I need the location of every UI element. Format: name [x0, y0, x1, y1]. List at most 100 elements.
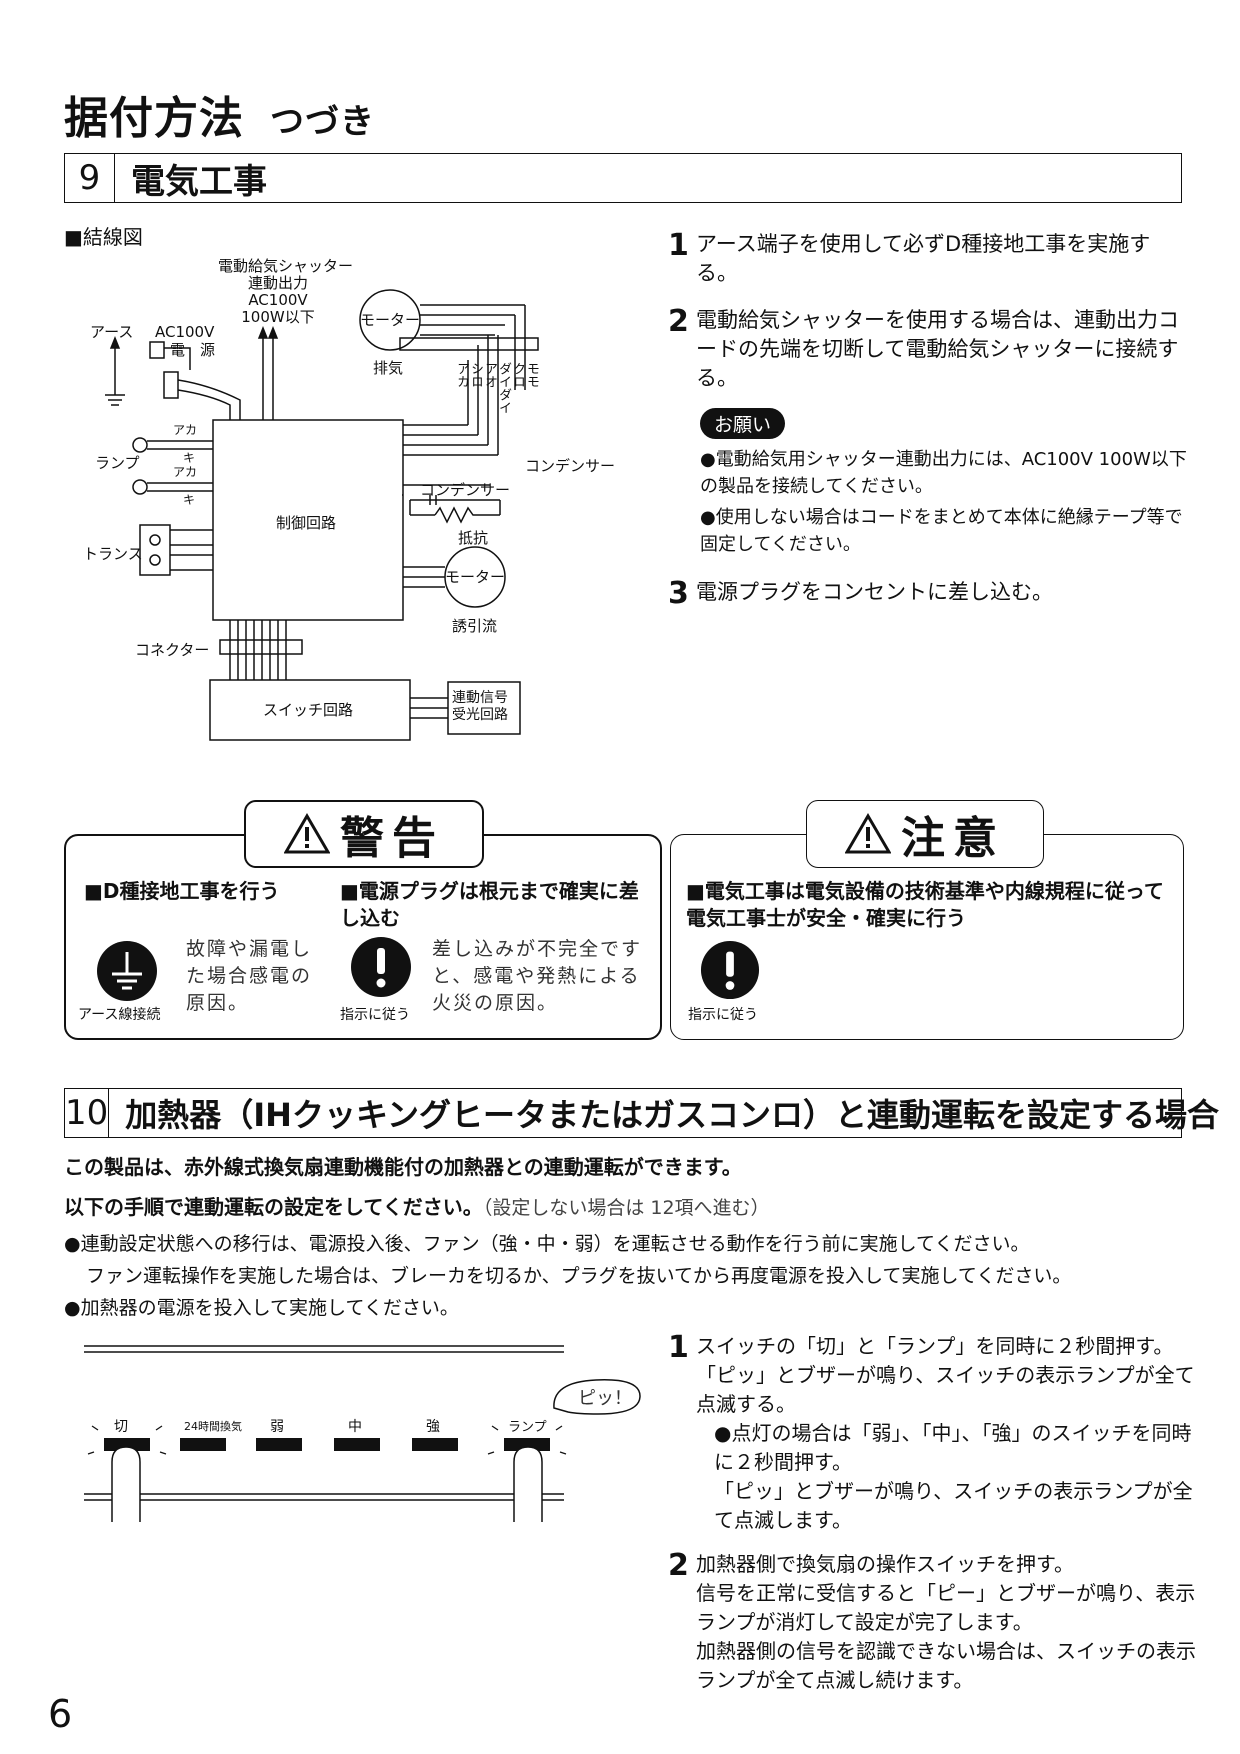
panel-button-weak: 弱	[270, 1419, 284, 1435]
step-text: 電動給気シャッターを使用する場合は、連動出力コードの先端を切断して電動給気シャッ…	[696, 308, 1179, 390]
wire-label: ダイダイ	[496, 362, 511, 414]
wire-label: アオ	[482, 362, 497, 388]
section-number: 9	[65, 154, 115, 202]
panel-button-mid: 中	[348, 1419, 362, 1435]
title-sub: つづき	[270, 102, 375, 142]
lamp-label: ランプ	[95, 454, 140, 472]
intro2-main: 以下の手順で連動運転の設定をしてください。	[64, 1195, 483, 1219]
note-tag: お願い	[700, 408, 786, 439]
wiring-diagram-svg	[105, 289, 539, 741]
step-text: 電源プラグをコンセントに差し込む。	[696, 580, 1053, 604]
control-panel-illustration: 切 24時間換気 弱 中 強 ランプ ピッ！	[84, 1332, 664, 1542]
step-text: 「ピッ」とブザーが鳴り、スイッチの表示ランプが全て点滅する。	[696, 1363, 1195, 1416]
signal-line: 連動信号	[452, 690, 508, 706]
earth-icon	[96, 940, 158, 1002]
shutter-output-label: 電動給気シャッター 連動出力 AC100V 100W以下	[218, 257, 354, 326]
note-item: ●使用しない場合はコードをまとめて本体に絶縁テープ等で固定してください。	[700, 507, 1183, 555]
s9-step-3: 3 電源プラグをコンセントに差し込む。	[668, 576, 1188, 611]
shutter-output-line: 100W以下	[241, 308, 315, 326]
warning-item-2-body: 差し込みが不完全ですと、感電や発熱による火災の原因。	[432, 938, 643, 1014]
s10-step-2: 2 加熱器側で換気扇の操作スイッチを押す。 信号を正常に受信すると「ピー」とブザ…	[668, 1550, 1198, 1695]
ki-label: キ	[183, 451, 196, 465]
section-9-header: 9 電気工事	[64, 153, 1182, 203]
condenser-label: コンデンサー	[525, 457, 616, 475]
panel-svg	[84, 1345, 641, 1522]
step-text: アース端子を使用して必ずD種接地工事を実施する。	[696, 232, 1151, 285]
step-subtext: 「ピッ」とブザーが鳴り、スイッチの表示ランプが全て点滅します。	[714, 1479, 1193, 1532]
section-title: 電気工事	[131, 161, 267, 202]
shutter-output-line: 電動給気シャッター	[218, 257, 354, 275]
note-item: ●電動給気用シャッター連動出力には、AC100V 100W以下の製品を接続してく…	[700, 449, 1187, 497]
panel-button-strong: 強	[426, 1419, 440, 1435]
earth-label: アース	[90, 323, 134, 341]
step-number: 1	[668, 228, 689, 263]
control-label: 制御回路	[276, 514, 337, 532]
title-main: 据付方法	[64, 93, 244, 144]
wire-label: アカ	[454, 362, 469, 388]
step-number: 3	[668, 576, 689, 611]
warning-text: 警告	[340, 813, 444, 864]
beep-bubble: ピッ！	[578, 1388, 632, 1409]
power-label: AC100V	[155, 323, 215, 341]
ki-label: キ	[183, 493, 196, 507]
section-number: 10	[65, 1089, 110, 1137]
step-number: 2	[668, 1548, 689, 1583]
trans-label: トランス	[83, 545, 143, 563]
panel-button-lamp: ランプ	[508, 1420, 547, 1435]
motor-top-label: モーター	[360, 311, 421, 329]
step-text: 加熱器側で換気扇の操作スイッチを押す。	[696, 1552, 1074, 1576]
caution-text: 注意	[901, 813, 1005, 864]
s9-step-1: 1 アース端子を使用して必ずD種接地工事を実施する。	[668, 230, 1188, 288]
shutter-output-line: AC100V	[248, 291, 308, 309]
s10-bullets: ●連動設定状態への移行は、電源投入後、ファン（強・中・弱）を運転させる動作を行う…	[64, 1228, 1071, 1324]
warning-label: 警告	[244, 800, 484, 868]
intro2-sub: （設定しない場合は 12項へ進む）	[482, 1197, 770, 1219]
shutter-output-line: 連動出力	[247, 274, 308, 292]
step-text: スイッチの「切」と「ランプ」を同時に２秒間押す。	[696, 1334, 1174, 1358]
section-title: 加熱器（IHクッキングヒータまたはガスコンロ）と連動運転を設定する場合	[125, 1096, 1219, 1134]
panel-button-off: 切	[114, 1419, 128, 1435]
step-text: 加熱器側の信号を認識できない場合は、スイッチの表示ランプが全て点滅し続けます。	[696, 1639, 1196, 1692]
connector-label: コネクター	[135, 641, 210, 659]
wire-label: シロ	[468, 362, 483, 388]
wiring-diagram: 電動給気シャッター 連動出力 AC100V 100W以下 アース AC100V …	[80, 250, 640, 750]
page-title: 据付方法つづき	[64, 82, 375, 146]
wire-label: モモ	[524, 362, 539, 388]
exclamation-icon	[350, 936, 412, 998]
section-10-header: 10 加熱器（IHクッキングヒータまたはガスコンロ）と連動運転を設定する場合	[64, 1088, 1219, 1138]
caution-label: 注意	[806, 800, 1044, 868]
step-number: 2	[668, 304, 689, 339]
panel-button-24h: 24時間換気	[184, 1420, 242, 1433]
warning-item-2-head: ■電源プラグは根元まで確実に差し込む	[340, 879, 639, 930]
condenser-label: コンデンサー	[420, 481, 511, 499]
signal-line: 受光回路	[452, 707, 508, 723]
s10-intro-1: この製品は、赤外線式換気扇連動機能付の加熱器との連動運転ができます。	[64, 1155, 742, 1179]
switch-label: スイッチ回路	[263, 701, 354, 719]
bullet-item: ●連動設定状態への移行は、電源投入後、ファン（強・中・弱）を運転させる動作を行う…	[64, 1233, 1030, 1255]
s10-intro-2: 以下の手順で連動運転の設定をしてください。（設定しない場合は 12項へ進む）	[64, 1192, 770, 1223]
bullet-item: ファン運転操作を実施した場合は、ブレーカを切るか、プラグを抜いてから再度電源を投…	[86, 1265, 1072, 1287]
page-number: 6	[48, 1692, 73, 1736]
warning-triangle-icon	[284, 813, 330, 854]
aka-label: アカ	[173, 423, 198, 437]
caution-icon-label: 指示に従う	[688, 1007, 758, 1023]
caution-triangle-icon	[845, 813, 891, 854]
aka-label: アカ	[173, 465, 198, 479]
diagram-label: ■結線図	[64, 225, 143, 249]
caution-head: ■電気工事は電気設備の技術基準や内線規程に従って電気工事士が安全・確実に行う	[686, 879, 1164, 930]
s10-step-1: 1 スイッチの「切」と「ランプ」を同時に２秒間押す。 「ピッ」とブザーが鳴り、ス…	[668, 1332, 1198, 1535]
s9-step-2: 2 電動給気シャッターを使用する場合は、連動出力コードの先端を切断して電動給気シ…	[668, 306, 1188, 393]
step-number: 1	[668, 1330, 689, 1365]
bullet-item: ●加熱器の電源を投入して実施してください。	[64, 1297, 459, 1319]
wire-label: クロ	[510, 362, 525, 388]
signal-label: 連動信号 受光回路	[452, 690, 508, 724]
warning-item-1-head: ■D種接地工事を行う	[84, 879, 280, 903]
exclamation-icon	[700, 940, 760, 1000]
warning-item-1-body: 故障や漏電した場合感電の原因。	[186, 938, 313, 1014]
earth-icon-label: アース線接続	[78, 1007, 161, 1023]
exhaust-label: 排気	[373, 359, 404, 377]
s9-notes: ●電動給気用シャッター連動出力には、AC100V 100W以下の製品を接続してく…	[700, 446, 1190, 558]
motor-bottom-label: モーター	[445, 568, 506, 586]
step-subtext: ●点灯の場合は「弱」、「中」、「強」のスイッチを同時に２秒間押す。	[714, 1421, 1192, 1474]
step-text: 信号を正常に受信すると「ピー」とブザーが鳴り、表示ランプが消灯して設定が完了しま…	[696, 1581, 1196, 1634]
